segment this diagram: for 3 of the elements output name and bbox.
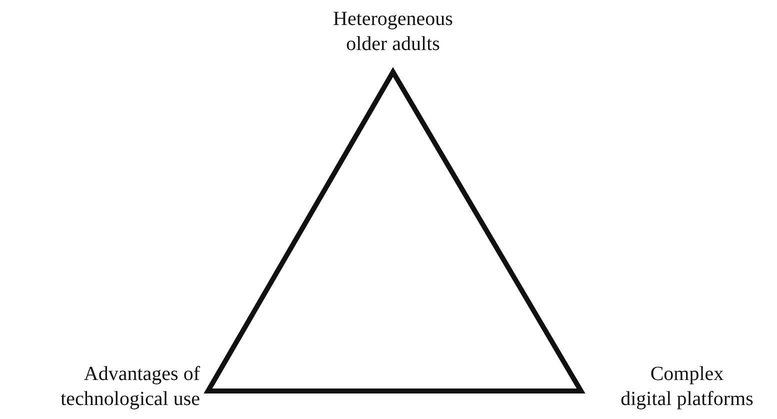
vertex-label: Advantages of technological use <box>60 362 200 412</box>
vertex-label: Heterogeneous older adults <box>332 7 454 57</box>
vertex-label: Complex digital platforms <box>620 362 754 412</box>
